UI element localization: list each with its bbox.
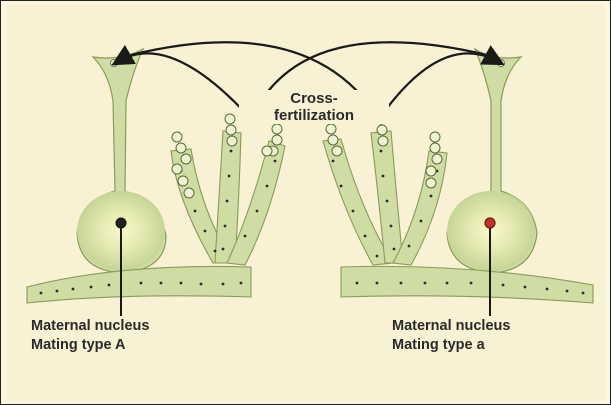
cross-fertilization-line1: Cross- (239, 90, 389, 107)
left-label-line1: Maternal nucleus (31, 317, 149, 336)
cross-fertilization-label: Cross- fertilization (239, 90, 389, 124)
base-mycelium (27, 266, 593, 303)
right-ascogonium (447, 49, 537, 273)
arrow-to-left-trichogyne (119, 53, 251, 119)
right-label-line1: Maternal nucleus (392, 317, 510, 336)
left-nucleus-label: Maternal nucleus Mating type A (31, 317, 149, 355)
arrow-to-right-trichogyne (379, 53, 497, 119)
left-label-line2: Mating type A (31, 336, 149, 355)
left-maternal-nucleus (116, 218, 126, 228)
conidia-chains (172, 114, 442, 198)
cross-fertilization-line2: fertilization (239, 107, 389, 124)
right-label-line2: Mating type a (392, 336, 510, 355)
right-maternal-nucleus (485, 218, 495, 228)
right-nucleus-label: Maternal nucleus Mating type a (392, 317, 510, 355)
